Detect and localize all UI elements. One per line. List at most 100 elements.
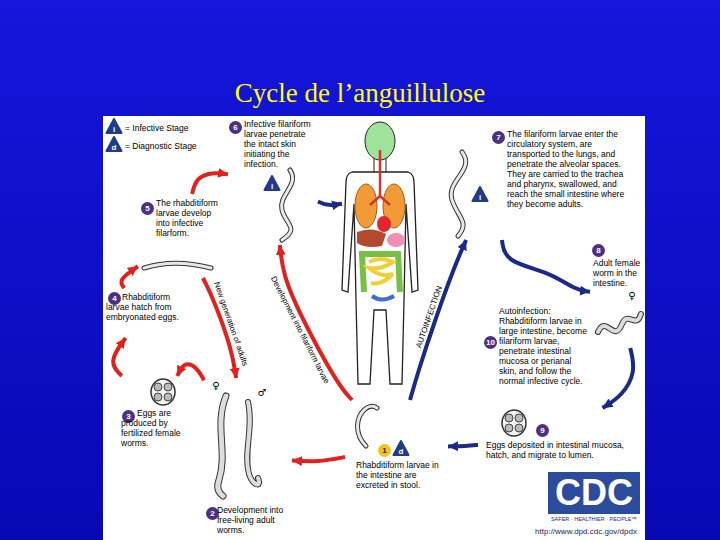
filariform-larva bbox=[282, 170, 293, 240]
liver bbox=[357, 229, 386, 247]
stage-group: 9Eggs deposited in intestinal mucosa, ha… bbox=[478, 408, 630, 468]
callout-number: 5 bbox=[141, 202, 154, 215]
source-url: http://www.dpd.cdc.gov/dpdx bbox=[535, 528, 637, 536]
stage-icon-letter: i bbox=[271, 183, 273, 191]
stage-group: 1Rhabditiform larvae in the intestine ar… bbox=[345, 400, 448, 495]
infective-icon bbox=[473, 187, 488, 201]
adult-male-worm bbox=[247, 402, 259, 484]
legend-text: = Infective Stage bbox=[125, 123, 189, 133]
large-intestine bbox=[362, 254, 400, 292]
adult-female-worm bbox=[598, 314, 641, 332]
sex-symbol: ♀ bbox=[628, 291, 635, 301]
stage-group: 2Development into free-living adult worm… bbox=[204, 378, 292, 538]
stage-description: Infective filariform larvae penetrate th… bbox=[244, 119, 318, 169]
egg bbox=[502, 410, 526, 436]
rhabditiform-larva bbox=[358, 406, 378, 446]
cycle-arrow bbox=[318, 201, 342, 204]
cycle-arrow bbox=[410, 240, 466, 400]
egg-cell bbox=[164, 383, 172, 391]
callout-number: 1 bbox=[378, 444, 391, 457]
filariform-larva bbox=[451, 152, 466, 236]
stomach bbox=[387, 233, 405, 247]
cycle-arrow bbox=[502, 240, 590, 292]
rhabditiform-larva bbox=[144, 263, 211, 268]
stage-group: 10Autoinfection: Rhabditiform larvae in … bbox=[482, 304, 588, 406]
egg-cell bbox=[154, 393, 162, 401]
callout-number: 10 bbox=[484, 336, 497, 349]
cycle-arrow bbox=[603, 348, 634, 408]
adult-male-worm bbox=[247, 402, 259, 484]
filariform-larva bbox=[451, 152, 466, 236]
sex-symbol: ♀ bbox=[212, 381, 219, 391]
white-panel bbox=[103, 116, 645, 540]
egg-cell bbox=[505, 424, 513, 432]
egg-cell bbox=[505, 414, 513, 422]
stage-group: 3Eggs are produced by fertilized female … bbox=[118, 376, 200, 452]
rhabditiform-larva bbox=[358, 406, 378, 446]
adult-female-worm bbox=[598, 314, 641, 332]
legend-sample bbox=[107, 119, 122, 133]
arrow-label: Development into filariform larvae bbox=[268, 274, 331, 386]
human-figure bbox=[342, 122, 418, 384]
arrow-label: New generation of adults bbox=[212, 280, 250, 368]
stage-group: 7The filariform larvae enter the circula… bbox=[342, 117, 645, 240]
logo-tagline: SAFER · HEALTHIER · PEOPLE™ bbox=[551, 517, 637, 523]
stage-description: Eggs are produced by fertilized female w… bbox=[121, 408, 198, 448]
filariform-larva bbox=[282, 170, 293, 240]
rhabditiform-larva bbox=[144, 263, 211, 268]
stage-description: Adult female worm in the intestine. bbox=[593, 258, 644, 288]
egg bbox=[151, 379, 175, 405]
callout-number: 7 bbox=[492, 131, 505, 144]
stage-group: 8Adult female worm in the intestine. bbox=[590, 242, 645, 348]
sex-symbol: ♂ bbox=[258, 388, 267, 398]
stage-icons bbox=[107, 119, 488, 455]
stage-description: Development into free-living adult worms… bbox=[217, 505, 291, 535]
cycle-arrow bbox=[121, 266, 138, 288]
connectors bbox=[113, 173, 633, 461]
cycle-arrow bbox=[292, 457, 345, 461]
legend-text: = Diagnostic Stage bbox=[125, 141, 197, 151]
cycle-arrow bbox=[192, 173, 228, 194]
stage-icon-letter: d bbox=[399, 448, 404, 456]
stage-description: Rhabditiform larvae in the intestine are… bbox=[356, 460, 446, 490]
heart bbox=[377, 216, 391, 232]
cycle-arrow bbox=[113, 338, 125, 376]
stage-description: Autoinfection: Rhabditiform larvae in la… bbox=[499, 306, 587, 386]
callout-number: 8 bbox=[592, 244, 605, 257]
adult-female-worm bbox=[218, 396, 226, 496]
small-intestine bbox=[369, 259, 393, 284]
stage-group: 6Infective filariform larvae penetrate t… bbox=[228, 117, 318, 245]
diagnostic-icon bbox=[394, 441, 409, 455]
rectum bbox=[372, 296, 394, 300]
body-outline bbox=[342, 172, 418, 384]
arrow-label: AUTOINFECTION bbox=[414, 284, 444, 350]
egg-shell bbox=[151, 379, 175, 405]
callout-number: 6 bbox=[229, 121, 242, 134]
egg-cell bbox=[154, 383, 162, 391]
trachea bbox=[370, 150, 390, 205]
adult-female-worm bbox=[218, 396, 226, 496]
stage-description: Eggs deposited in intestinal mucosa, hat… bbox=[486, 440, 628, 460]
stage-group: 5The rhabditiform larvae develop into in… bbox=[138, 194, 226, 278]
egg-cell bbox=[515, 424, 523, 432]
stage-description: The filariform larvae enter the circulat… bbox=[507, 129, 627, 209]
lung bbox=[355, 184, 377, 228]
stage-icon-letter: i bbox=[479, 194, 481, 202]
egg-cell bbox=[515, 414, 523, 422]
stage-icon-letter: i bbox=[113, 126, 115, 134]
callout-number: 9 bbox=[536, 424, 549, 437]
stage-group: 4Rhabditiform larvae hatch from embryona… bbox=[104, 288, 184, 338]
stage-icon-letter: d bbox=[112, 144, 117, 152]
egg-cell bbox=[164, 393, 172, 401]
logo-text: CDC bbox=[555, 475, 633, 511]
infective-icon bbox=[265, 176, 280, 190]
cycle-arrow bbox=[448, 445, 478, 446]
stage-description: The rhabditiform larvae develop into inf… bbox=[156, 198, 224, 238]
logo-box bbox=[548, 472, 640, 514]
legend-sample bbox=[107, 137, 122, 151]
egg-shell bbox=[502, 410, 526, 436]
stage-description: Rhabditiform larvae hatch from embryonat… bbox=[106, 292, 183, 322]
slide-title: Cycle de l’anguillulose bbox=[0, 78, 720, 108]
cycle-arrow bbox=[177, 364, 204, 380]
